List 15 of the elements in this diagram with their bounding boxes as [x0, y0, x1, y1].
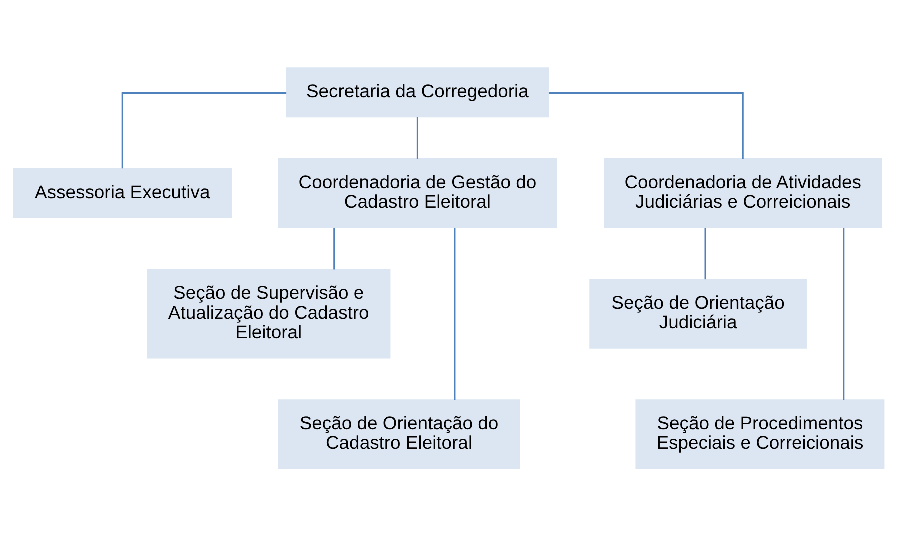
- node-box: Seção de Procedimentos Especiais e Correicionais: [636, 400, 885, 470]
- connector: [416, 117, 418, 159]
- node-box: Coordenadoria de Gestão do Cadastro Eleitoral: [278, 158, 558, 228]
- connector: [549, 92, 744, 159]
- connector: [334, 228, 336, 270]
- connector: [122, 92, 287, 169]
- node-box: Seção de Orientação do Cadastro Eleitoral: [278, 400, 520, 470]
- node-box: Coordenadoria de Atividades Judiciárias e Correicionais: [604, 158, 882, 228]
- connector: [843, 228, 845, 400]
- connector: [454, 228, 456, 400]
- connector: [704, 228, 706, 280]
- node-box: Assessoria Executiva: [13, 168, 232, 218]
- node-box: Secretaria da Corregedoria: [286, 68, 550, 118]
- node-box: Seção de Orientação Judiciária: [590, 279, 807, 349]
- node-box: Seção de Supervisão e Atualização do Cadastro Eleitoral: [147, 269, 391, 359]
